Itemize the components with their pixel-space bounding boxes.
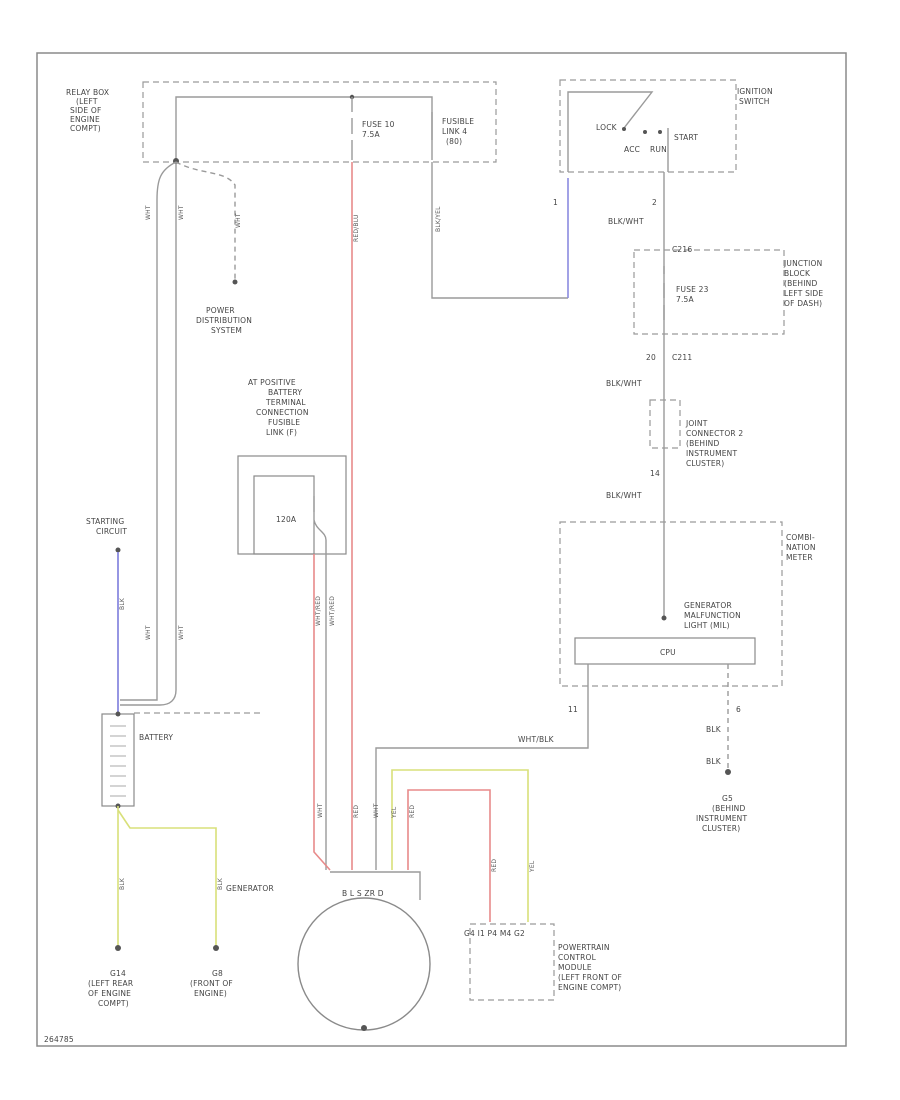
wire-label-red-2: WHT/RED: [315, 596, 322, 626]
wire-label-gen-1: WHT: [317, 803, 324, 818]
battery-label: BATTERY: [139, 733, 173, 742]
lock-label: LOCK: [596, 123, 618, 132]
red-wire-120a: [313, 554, 331, 871]
combination-meter-outline: [559, 521, 783, 687]
c211-label: C211: [672, 353, 692, 362]
run-label: RUN: [650, 145, 667, 154]
blk-wht-label-3: BLK/WHT: [606, 491, 642, 500]
battery-plates: [110, 725, 126, 797]
g8-label: G8 (FRONT OF ENGINE): [190, 969, 236, 998]
wire-label-blk-2: BLK: [119, 877, 126, 890]
ignition-run-contact: [658, 130, 662, 134]
wire-label-blu: BLK/YEL: [435, 206, 442, 232]
yellow-wire-pcm: [391, 769, 529, 922]
wire-label-wht-2: WHT: [178, 205, 185, 220]
generator-light-label: GENERATOR MALFUNCTION LIGHT (MIL): [684, 601, 744, 630]
battery-positive-node: [115, 711, 121, 717]
generator-connector: [330, 871, 421, 900]
pin-11-label: 11: [568, 705, 578, 714]
generator-wire-label: GENERATOR: [226, 884, 274, 893]
wire-label-gen-5: RED: [409, 805, 416, 818]
white-wire-left: [120, 161, 177, 701]
wht-blk-label: WHT/BLK: [518, 735, 555, 744]
ignition-switch-label: IGNITION SWITCH: [737, 87, 775, 106]
junction-block-outline: [633, 249, 785, 335]
wire-label-gen-6: RED: [491, 859, 498, 872]
fuse-120a-label: 120A: [276, 515, 297, 524]
joint-connector-outline: [649, 399, 681, 449]
start-label: START: [674, 133, 698, 142]
pin-6-label: 6: [736, 705, 741, 714]
wire-label-wht-1: WHT: [145, 205, 152, 220]
fuse-120a-symbol: [313, 496, 327, 870]
pin-20-label: 20: [646, 353, 656, 362]
yellow-wire-g8: [117, 809, 217, 946]
diagram-id-label: 264785: [44, 1035, 74, 1044]
generator-light-node: [661, 615, 667, 621]
generator-symbol: [297, 897, 431, 1031]
wire-label-gen-2: RED: [353, 805, 360, 818]
generator-terminals-label: B L S ZR D: [342, 889, 384, 898]
battery-symbol: [101, 713, 135, 807]
wire-label-wht-4: WHT: [145, 625, 152, 640]
power-dist-node: [232, 279, 238, 285]
blk-wht-label-1: BLK/WHT: [608, 217, 644, 226]
c216-label: C216: [672, 245, 692, 254]
g5-label: G5 (BEHIND INSTRUMENT CLUSTER): [696, 794, 750, 833]
blk-label-2: BLK: [706, 757, 722, 766]
white-wire-right: [120, 162, 177, 706]
fuse-10-label: FUSE 10 7.5A: [362, 120, 397, 139]
g8-ground-node: [213, 945, 219, 951]
pin-1-label: 1: [553, 198, 558, 207]
power-distribution-label: POWER DISTRIBUTION SYSTEM: [196, 306, 255, 335]
ignition-switch-wire: [567, 91, 669, 172]
joint-connector-label: JOINT CONNECTOR 2 (BEHIND INSTRUMENT CLU…: [685, 419, 746, 468]
white-wire-to-power-dist: [175, 161, 236, 280]
relay-box-outline: [142, 81, 497, 163]
pcm-outline: [469, 923, 555, 1001]
red-wire-pcm: [407, 789, 491, 922]
diagram-frame: [36, 52, 847, 1047]
wire-label-gen-4: YEL: [391, 806, 398, 819]
wire-label-blk-1: BLK: [119, 597, 126, 610]
ignition-switch-outline: [559, 79, 737, 173]
blk-wht-label-2: BLK/WHT: [606, 379, 642, 388]
ignition-lock-contact: [622, 127, 626, 131]
fusible-link-4-label: FUSIBLE LINK 4 (80): [442, 117, 477, 146]
fuse-23-label: FUSE 23 7.5A: [676, 285, 711, 304]
g14-ground-node: [115, 945, 121, 951]
wire-label-wht-3: WHT: [235, 213, 242, 228]
combination-meter-label: COMBI- NATION METER: [786, 533, 818, 562]
wire-label-gen-3: WHT: [373, 803, 380, 818]
g5-ground-node: [725, 769, 731, 775]
pcm-pins-label: G4 I1 P4 M4 G2: [464, 929, 525, 938]
starting-circuit-node: [115, 547, 121, 553]
wire-label-gen-7: YEL: [529, 860, 536, 873]
wire-cpu-to-generator: [375, 664, 589, 870]
fusible-link-box-label: AT POSITIVE BATTERY TERMINAL CONNECTION …: [248, 378, 311, 437]
blk-label-1: BLK: [706, 725, 722, 734]
relay-box-label: RELAY BOX (LEFT SIDE OF ENGINE COMPT): [66, 88, 112, 133]
pin-14-label: 14: [650, 469, 660, 478]
wire-label-wht-5: WHT: [178, 625, 185, 640]
fusible-link-inner-box: [253, 475, 315, 555]
ignition-acc-contact: [643, 130, 647, 134]
acc-label: ACC: [624, 145, 640, 154]
generator-ground-node: [361, 1025, 367, 1031]
pin-2-label: 2: [652, 198, 657, 207]
wire-label-red-1: RED/BLU: [353, 214, 360, 242]
starting-circuit-label: STARTING CIRCUIT: [86, 517, 127, 536]
wire-label-blk-3: BLK: [217, 877, 224, 890]
wire-label-red-3: WHT/RED: [329, 596, 336, 626]
pcm-label: POWERTRAIN CONTROL MODULE (LEFT FRONT OF…: [558, 943, 625, 992]
cpu-label: CPU: [660, 648, 676, 657]
junction-block-label: JUNCTION BLOCK (BEHIND LEFT SIDE OF DASH…: [783, 259, 826, 308]
cpu-block: [574, 637, 756, 665]
g14-label: G14 (LEFT REAR OF ENGINE COMPT): [88, 969, 136, 1008]
wire-fusible-link-to-ignition: [431, 162, 568, 299]
